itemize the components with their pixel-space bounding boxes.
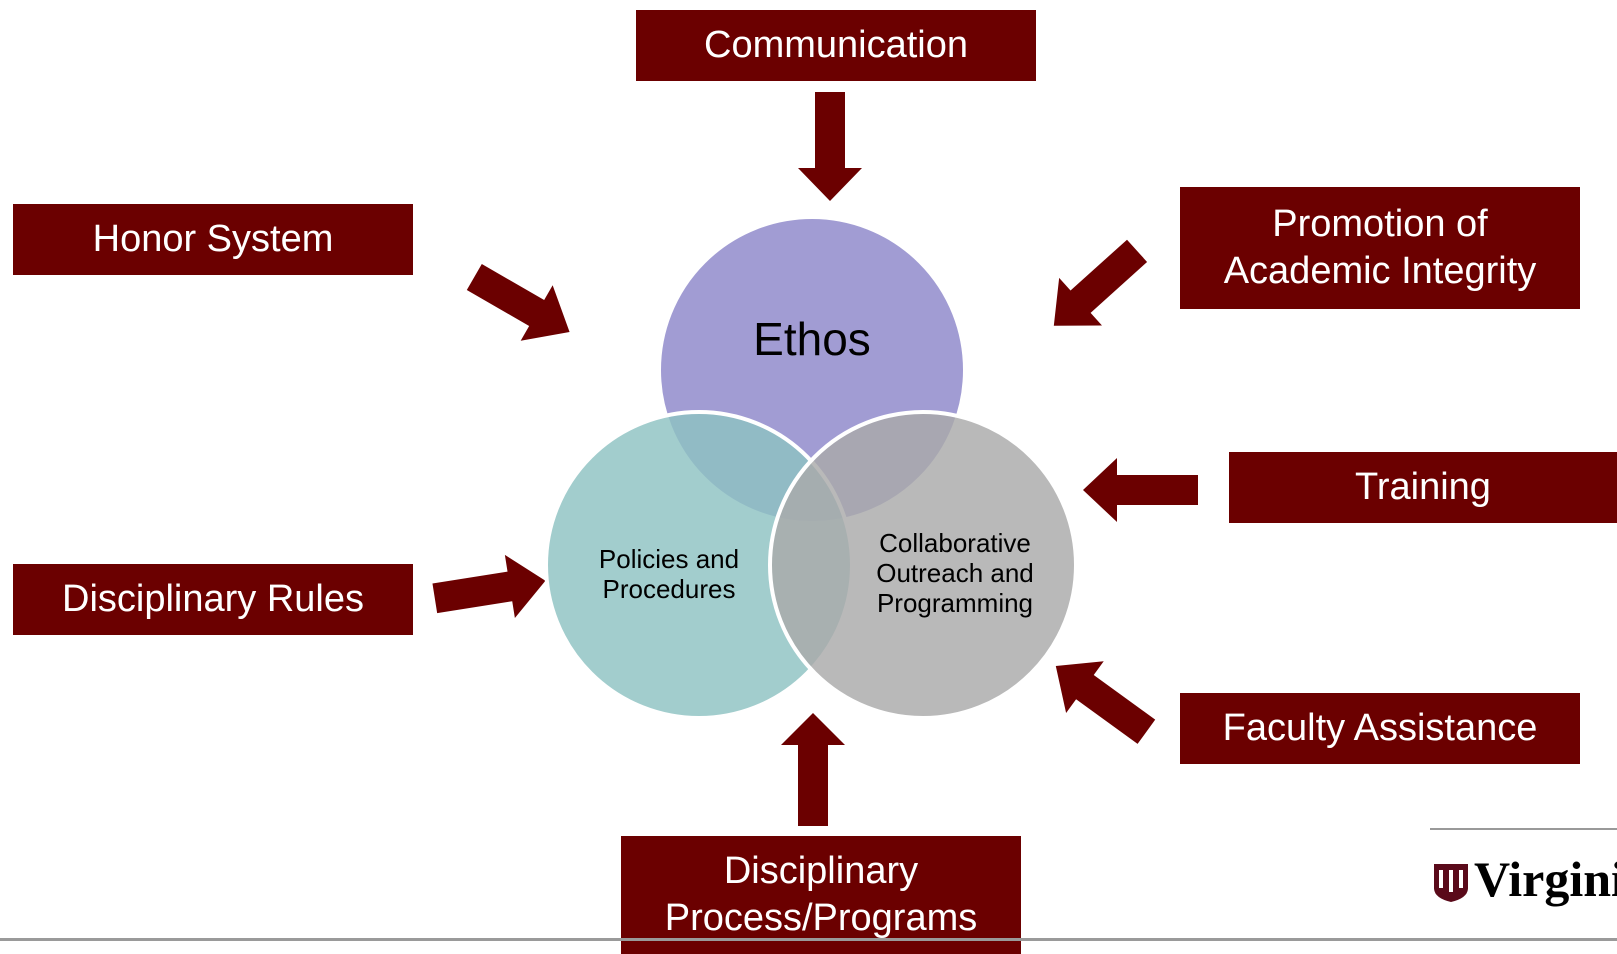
shield-logo-icon xyxy=(1434,864,1468,902)
arrow-disciplinary-rules xyxy=(432,554,546,619)
bottom-divider xyxy=(0,938,1617,941)
logo-divider xyxy=(1430,828,1617,830)
box-disciplinary-rules: Disciplinary Rules xyxy=(13,564,413,635)
box-disciplinary-process-label: Disciplinary Process/Programs xyxy=(664,849,978,940)
logo-wordmark: Virginia xyxy=(1474,851,1617,907)
box-faculty-assistance: Faculty Assistance xyxy=(1180,693,1580,764)
arrow-faculty-assistance xyxy=(1055,661,1156,744)
box-disciplinary-rules-label: Disciplinary Rules xyxy=(62,577,364,620)
arrows xyxy=(781,92,1198,826)
arrow-promotion xyxy=(1053,239,1148,326)
circle-label-ethos: Ethos xyxy=(753,313,871,365)
venn-circles xyxy=(544,215,1078,720)
box-training-label: Training xyxy=(1355,465,1491,508)
box-promotion-label: Promotion of Academic Integrity xyxy=(1223,202,1537,293)
box-training: Training xyxy=(1229,452,1617,523)
box-faculty-assistance-label: Faculty Assistance xyxy=(1222,706,1538,749)
arrow-communication xyxy=(798,92,862,201)
box-promotion-of-academic-integrity: Promotion of Academic Integrity xyxy=(1180,187,1580,309)
box-disciplinary-process: Disciplinary Process/Programs xyxy=(621,836,1021,954)
box-honor-system-label: Honor System xyxy=(92,217,334,260)
arrow-honor-system xyxy=(466,264,570,341)
box-communication-label: Communication xyxy=(704,23,968,66)
circle-label-collaborative: Collaborative Outreach and Programming xyxy=(876,528,1034,618)
box-communication: Communication xyxy=(636,10,1036,81)
arrow-training xyxy=(1083,458,1198,522)
circle-label-policies: Policies and Procedures xyxy=(598,544,740,604)
circle-collaborative xyxy=(768,410,1078,720)
arrow-disciplinary-process xyxy=(781,713,845,826)
virginia-logo: Virginia xyxy=(1430,828,1617,928)
box-honor-system: Honor System xyxy=(13,204,413,275)
